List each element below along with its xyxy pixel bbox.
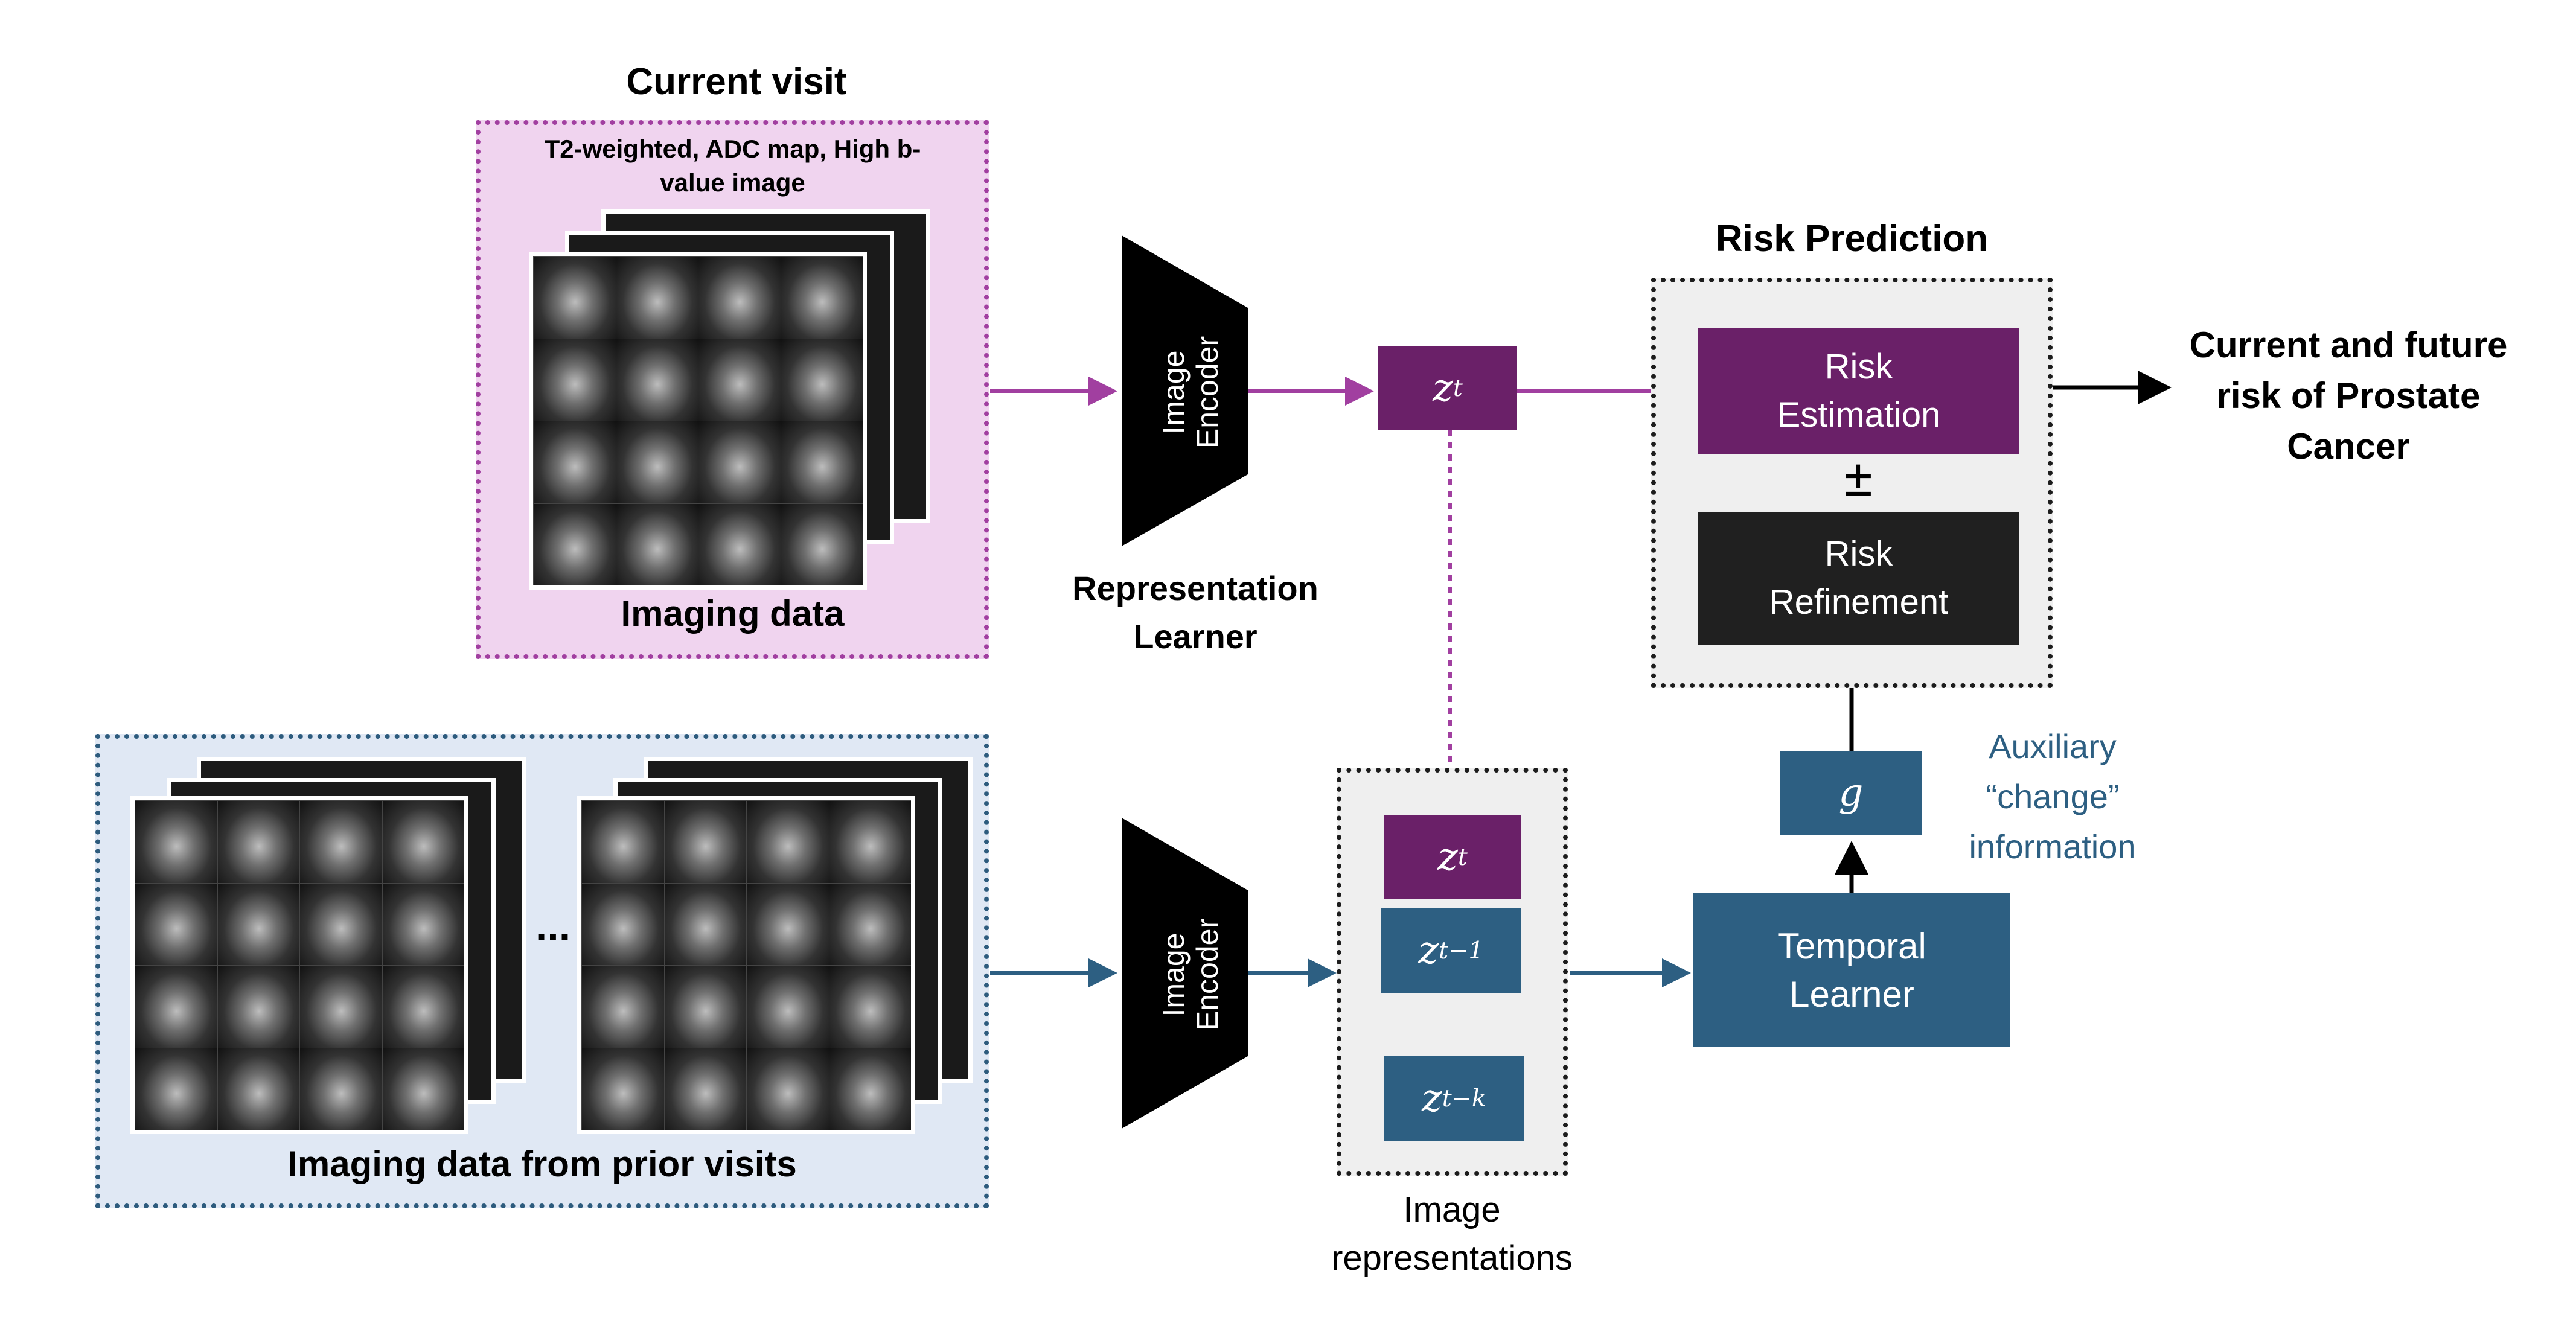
mri-slice bbox=[746, 882, 830, 966]
encoder-top-shape bbox=[1122, 235, 1248, 546]
mri-slice bbox=[533, 503, 617, 585]
mri-slice bbox=[780, 338, 863, 422]
mri-slice bbox=[746, 965, 830, 1049]
mri-slice bbox=[746, 800, 830, 884]
mri-slice bbox=[382, 1047, 464, 1130]
mri-slice bbox=[615, 338, 699, 422]
mri-slice bbox=[382, 800, 464, 884]
mri-slice bbox=[828, 965, 911, 1049]
mri-slice bbox=[828, 882, 911, 966]
mri-slice bbox=[663, 800, 747, 884]
mri-slice bbox=[533, 338, 617, 422]
prior-visits-panel: ... Imaging data from prior visits bbox=[95, 734, 989, 1208]
auxiliary-change-label: Auxiliary “change” information bbox=[1969, 727, 2137, 866]
prior-ellipsis: ... bbox=[535, 902, 571, 949]
mri-slice bbox=[698, 256, 782, 340]
risk-estimation-box: Risk Estimation bbox=[1698, 328, 2019, 454]
mri-slice bbox=[382, 882, 464, 966]
mri-slice bbox=[299, 800, 383, 884]
prior-stack-1-front bbox=[130, 796, 468, 1134]
encoder-bottom-label: Image Encoder bbox=[1157, 918, 1224, 1031]
mri-slice bbox=[581, 882, 665, 966]
mri-slice bbox=[780, 421, 863, 505]
mri-slice bbox=[135, 1047, 219, 1130]
mri-slice bbox=[663, 965, 747, 1049]
prior-visits-caption: Imaging data from prior visits bbox=[287, 1144, 797, 1184]
temporal-learner-box: Temporal Learner bbox=[1693, 893, 2010, 1047]
mri-slice bbox=[533, 421, 617, 505]
mri-slice bbox=[533, 256, 617, 340]
mri-slice bbox=[698, 338, 782, 422]
g-box: g bbox=[1780, 751, 1922, 835]
mri-slice bbox=[217, 800, 301, 884]
mri-slice bbox=[698, 503, 782, 585]
risk-prediction-panel: Risk Estimation ± Risk Refinement bbox=[1651, 278, 2053, 688]
risk-prediction-title: Risk Prediction bbox=[1715, 218, 1989, 260]
mri-slice bbox=[615, 421, 699, 505]
mri-slice bbox=[299, 882, 383, 966]
mri-slice bbox=[746, 1047, 830, 1130]
mri-slice bbox=[135, 965, 219, 1049]
encoder-bottom-shape bbox=[1122, 818, 1248, 1129]
modalities-label: T2-weighted, ADC map, High b-value image bbox=[544, 135, 921, 197]
mri-slice bbox=[663, 1047, 747, 1130]
representation-learner-label: Representation Learner bbox=[1072, 569, 1318, 655]
mri-slice bbox=[217, 1047, 301, 1130]
prior-stack-2-front bbox=[577, 796, 915, 1134]
mri-slice bbox=[382, 965, 464, 1049]
mri-slice bbox=[217, 882, 301, 966]
mri-slice bbox=[581, 965, 665, 1049]
output-label: Current and future risk of Prostate Canc… bbox=[2189, 325, 2508, 467]
mri-slice bbox=[299, 965, 383, 1049]
mri-slice bbox=[299, 1047, 383, 1130]
mri-slice bbox=[615, 503, 699, 585]
mri-slice bbox=[828, 1047, 911, 1130]
mri-slice bbox=[615, 256, 699, 340]
risk-refinement-box: Risk Refinement bbox=[1698, 512, 2019, 645]
mri-slice bbox=[581, 800, 665, 884]
mri-slice bbox=[780, 503, 863, 585]
mri-slice bbox=[581, 1047, 665, 1130]
current-visit-panel: T2-weighted, ADC map, High b-value image… bbox=[476, 120, 989, 659]
image-representations-caption: Image representations bbox=[1331, 1190, 1573, 1278]
mri-slice bbox=[698, 421, 782, 505]
mri-slice bbox=[135, 800, 219, 884]
mri-stack-front bbox=[529, 252, 867, 590]
imaging-data-caption: Imaging data bbox=[621, 593, 845, 634]
mri-slice bbox=[780, 256, 863, 340]
mri-slice bbox=[828, 800, 911, 884]
current-visit-title: Current visit bbox=[626, 61, 847, 103]
mri-slice bbox=[663, 882, 747, 966]
encoder-top-label: Image Encoder bbox=[1157, 336, 1224, 449]
mri-slice bbox=[135, 882, 219, 966]
mri-slice bbox=[217, 965, 301, 1049]
plus-minus-symbol: ± bbox=[1844, 449, 1873, 507]
